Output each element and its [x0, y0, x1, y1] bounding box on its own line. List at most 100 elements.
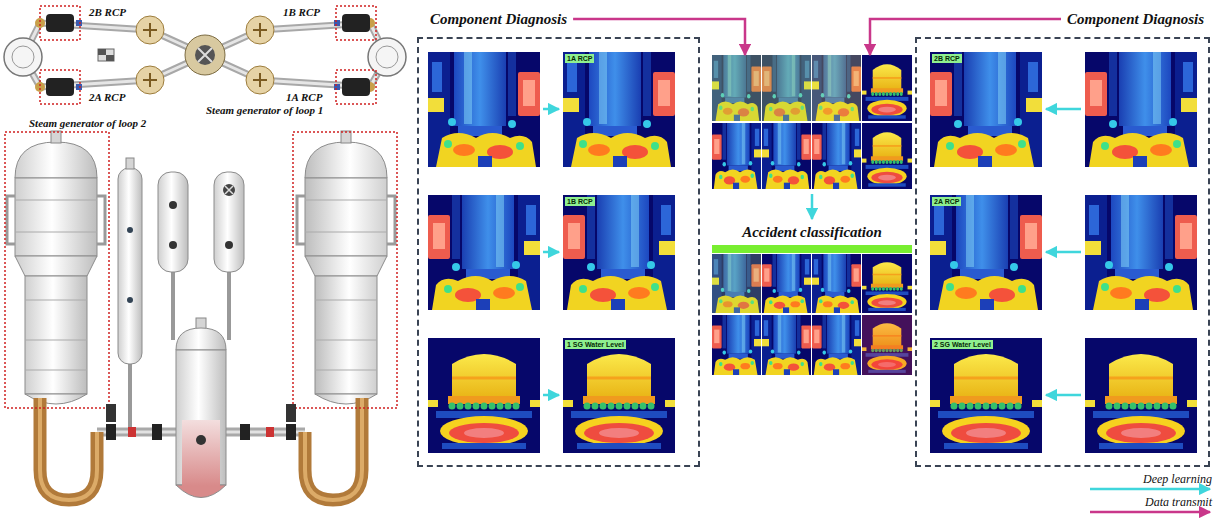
- component-label: Steam generator of loop 2: [28, 117, 147, 129]
- illustration-circle: [196, 435, 206, 445]
- legend-entry: Data transmit: [1145, 495, 1212, 509]
- illustration-circle: [195, 45, 215, 65]
- illustration-line: [811, 194, 814, 219]
- illustration-line: [1046, 251, 1081, 254]
- illustration-rect: [46, 78, 74, 96]
- illustration-path: [225, 186, 233, 194]
- illustration-rect: [176, 350, 226, 485]
- illustration-rect: [266, 427, 274, 437]
- panel-heading: Component Diagnosis: [1067, 10, 1204, 28]
- illustration-rect: [862, 315, 912, 375]
- image-tag: 1 SG Water Level: [565, 340, 626, 349]
- illustration-path: [176, 328, 226, 350]
- plant-side-view: [5, 131, 397, 500]
- illustration-rect: [711, 54, 913, 190]
- image-tag: 1B RCP: [565, 197, 595, 206]
- illustration-use: [563, 52, 675, 167]
- component-label: 2A RCP: [88, 91, 126, 103]
- illustration-rect: [336, 6, 376, 40]
- image-tag: 2 SG Water Level: [932, 340, 993, 349]
- illustration-rect: [286, 404, 296, 422]
- illustration-line: [543, 108, 559, 111]
- illustration-rect: [98, 49, 106, 55]
- illustration-use: [862, 315, 912, 375]
- illustration-line: [1046, 108, 1081, 111]
- component-label: 1A RCP: [285, 91, 323, 103]
- legend-text: Data transmit: [1145, 495, 1212, 509]
- illustration-rect: [712, 254, 761, 313]
- thermal-images: [428, 52, 1197, 453]
- illustration-rect: [336, 70, 376, 104]
- illustration-rect: [128, 427, 136, 437]
- deep-learning-arrows: [543, 109, 1081, 395]
- component-label: 1B RCP: [282, 6, 321, 18]
- illustration-circle: [127, 297, 133, 303]
- illustration-circle: [12, 46, 34, 68]
- illustration-use: [930, 52, 1042, 167]
- component-label: Steam generator of loop 1: [205, 104, 324, 116]
- diagnosis-panel: Component Diagnosis: [915, 37, 1210, 467]
- illustration-use: [812, 315, 861, 375]
- illustration-rect: [240, 424, 250, 440]
- illustration-line: [543, 394, 559, 397]
- illustration-path: [128, 364, 132, 432]
- illustration-circle: [4, 38, 42, 76]
- illustration-rect: [712, 55, 761, 121]
- illustration-path: [198, 48, 212, 62]
- illustration-path: [23, 23, 387, 87]
- panel-heading: Component Diagnosis: [430, 10, 567, 28]
- illustration-rect: [126, 158, 134, 169]
- illustration-use: [812, 123, 861, 189]
- illustration-use: [1085, 195, 1197, 310]
- illustration-line: [1090, 511, 1210, 514]
- illustration-line: [543, 251, 559, 254]
- diagnosis-panel: Component Diagnosis: [417, 37, 700, 467]
- illustration-use: [930, 338, 1042, 453]
- image-tag: 2B RCP: [932, 54, 962, 63]
- illustration-rect: [118, 168, 142, 364]
- illustration-use: [1085, 338, 1197, 453]
- illustration-rect: [334, 84, 340, 90]
- illustration-use: [1085, 52, 1197, 167]
- illustration-use: [428, 338, 540, 453]
- legend-entry: Deep learning: [1143, 472, 1212, 486]
- illustration-use: [812, 55, 861, 121]
- illustration-circle: [225, 241, 233, 249]
- illustration-rect: [812, 55, 861, 121]
- illustration-rect: [293, 132, 397, 408]
- illustration-path: [23, 23, 387, 87]
- illustration-circle: [376, 46, 398, 68]
- illustration-rect: [286, 424, 296, 440]
- group-heading: Accident classification: [708, 223, 916, 241]
- image-tag: 1A RCP: [565, 54, 594, 63]
- legend-text: Deep learning: [1143, 472, 1212, 486]
- illustration-circle: [35, 18, 45, 28]
- illustration-rect: [158, 172, 188, 272]
- illustration-use: [762, 55, 811, 121]
- illustration-use: [862, 254, 912, 313]
- illustration-rect: [98, 49, 114, 61]
- illustration-use: [428, 52, 540, 167]
- illustration-rect: [106, 404, 116, 422]
- illustration-rect: [712, 245, 912, 253]
- component-label: 2B RCP: [88, 6, 127, 18]
- illustration-rect: [76, 20, 82, 26]
- illustration-rect: [152, 424, 162, 440]
- illustration-use: [563, 338, 675, 453]
- illustration-use: [712, 55, 761, 121]
- illustration-rect: [762, 55, 811, 121]
- illustration-use: [862, 55, 912, 121]
- illustration-circle: [169, 201, 177, 209]
- illustration-use: [812, 254, 861, 313]
- illustration-use: [712, 254, 761, 313]
- illustration-rect: [182, 420, 220, 486]
- illustration-circle: [35, 82, 45, 92]
- steam-generator: [7, 131, 105, 500]
- illustration-rect: [342, 14, 370, 32]
- illustration-use: [428, 195, 540, 310]
- plant-top-view: [4, 6, 406, 104]
- classification-group: Accident classification: [708, 55, 916, 375]
